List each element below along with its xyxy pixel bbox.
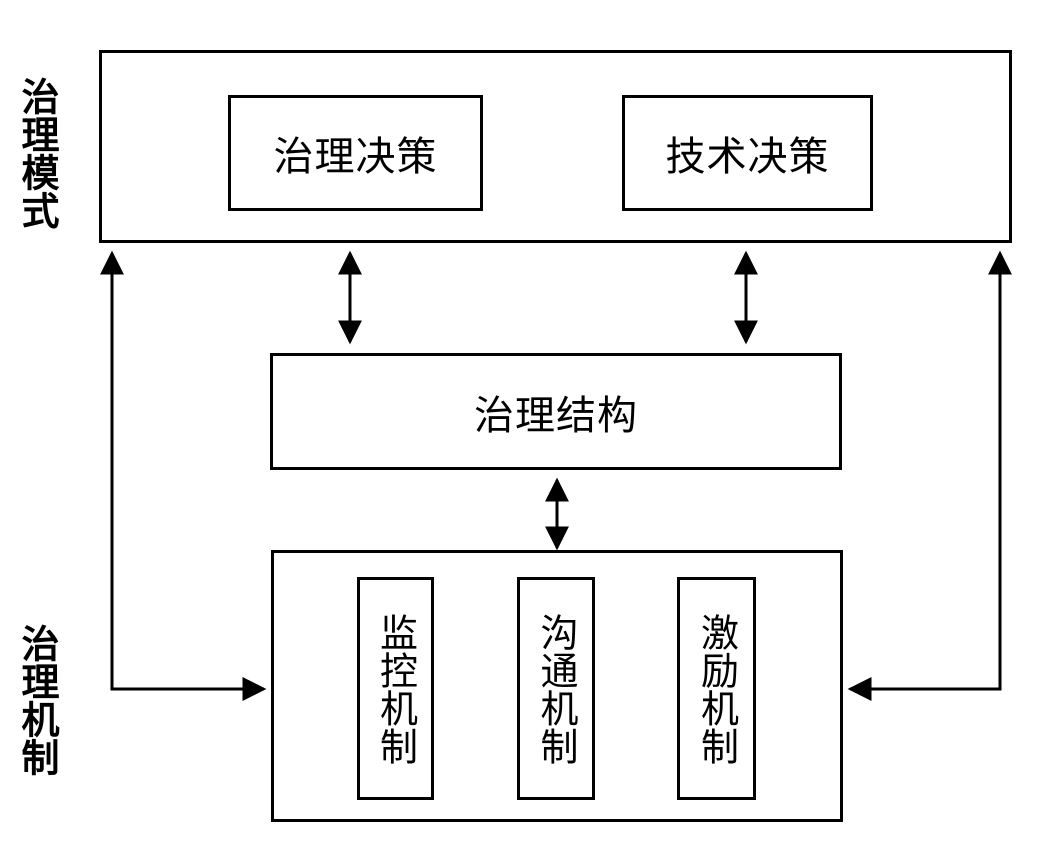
technical-decision-label: 技术决策 [665,134,830,180]
governance-decision-label: 治理决策 [273,134,438,180]
arrow-right-loop [847,250,1012,701]
governance-structure-label: 治理结构 [474,392,638,439]
arrow-left-loop [100,250,267,701]
governance-structure-box [270,353,842,470]
communication-mechanism-box [517,577,595,800]
incentive-mechanism-label: 激励机制 [694,612,739,765]
technical-decision-box [622,95,873,211]
side-label-governance-mechanism: 治理机制 [15,624,59,776]
monitoring-mechanism-label: 监控机制 [373,612,418,765]
side-label-governance-mode: 治理模式 [15,77,59,229]
incentive-mechanism-box [677,577,756,800]
governance-decision-box [228,95,483,211]
communication-mechanism-label: 沟通机制 [534,612,578,765]
monitoring-mechanism-box [357,577,434,800]
